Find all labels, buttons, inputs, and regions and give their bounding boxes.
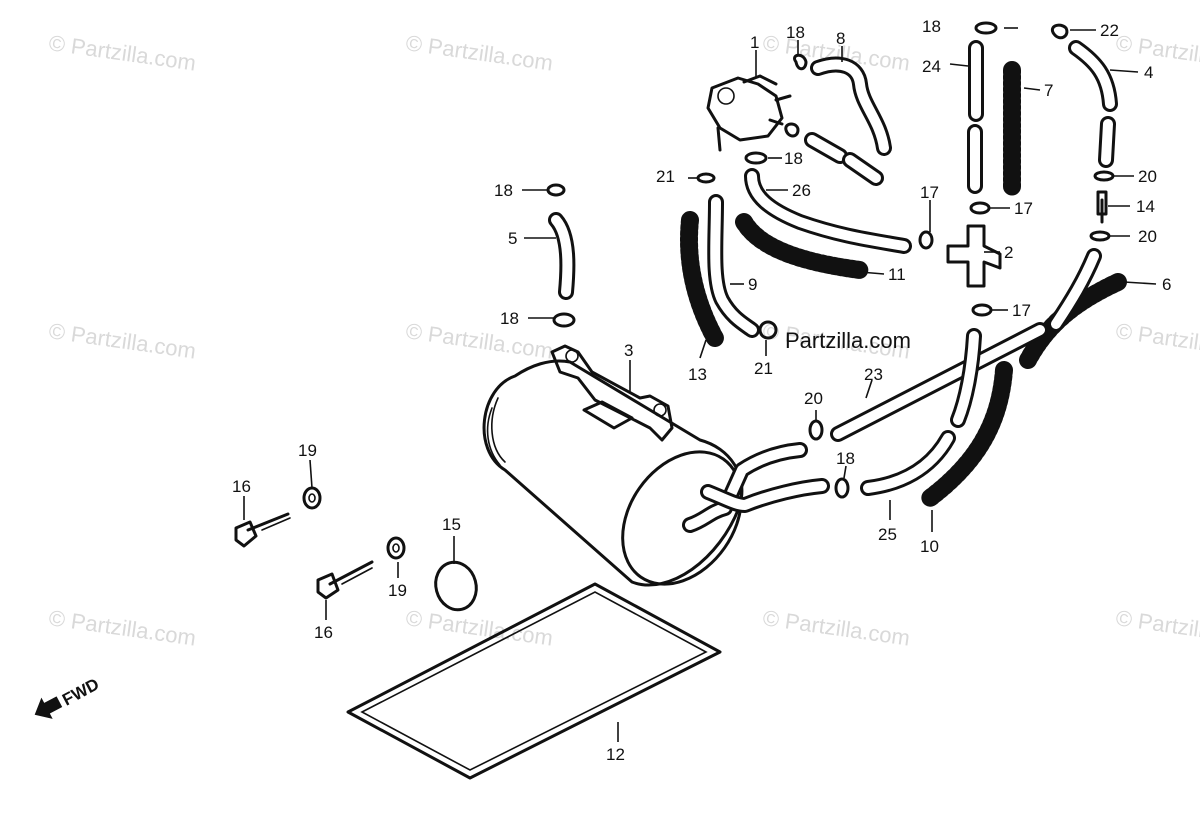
callout-15: 15 [442,515,461,534]
clip-part-17-upper [969,201,991,215]
clip-part-18-left [546,183,566,197]
fuel-valve-part-1 [706,74,792,152]
watermark: © Partzilla.com [404,318,554,363]
callout-18: 18 [500,309,519,328]
callout-26: 26 [792,181,811,200]
fwd-indicator: FWD [34,675,102,719]
brand-mark-text: Partzilla.com [785,328,911,353]
callout-7: 7 [1044,81,1053,100]
callout-5: 5 [508,229,517,248]
hose-part-5 [548,212,576,300]
callout-14: 14 [1136,197,1155,216]
callout-20: 20 [1138,227,1157,246]
clip-part-20-mid [1089,230,1111,242]
clip-part-18-lower-left [552,312,576,328]
callout-24: 24 [922,57,941,76]
hose-part-13 [680,211,725,349]
fwd-label: FWD [59,675,102,710]
callout-4: 4 [1144,63,1153,82]
callout-10: 10 [920,537,939,556]
clip-part-21-top [696,172,716,184]
washer-part-19-lower [386,536,406,560]
hose-part-10 [921,361,1013,507]
hose-part-9 [707,194,778,340]
clip-part-20-bottom [808,419,824,441]
callout-2: 2 [1004,243,1013,262]
hose-part-26 [744,168,912,254]
clip-part-18-valve [784,122,800,138]
watermark: © Partzilla.com [1114,605,1200,650]
callout-3: 3 [624,341,633,360]
callout-20: 20 [804,389,823,408]
callout-17: 17 [920,183,939,202]
watermark: © Partzilla.com [47,30,197,75]
watermark: © Partzilla.com [404,30,554,75]
watermark: © Partzilla.com [1114,30,1200,75]
callout-13: 13 [688,365,707,384]
clamp-part-22 [1051,23,1069,40]
callout-21: 21 [656,167,675,186]
ring-part-15 [434,560,478,612]
washer-part-19-upper [302,486,322,510]
canister-part-3 [482,344,830,587]
watermark: © Partzilla.com [761,605,911,650]
callout-25: 25 [878,525,897,544]
callout-labels: 1 18 8 18 24 7 22 4 21 18 26 18 5 17 20 … [232,17,1171,764]
callout-18: 18 [922,17,941,36]
callout-12: 12 [606,745,625,764]
callout-18: 18 [836,449,855,468]
watermark: © Partzilla.com [47,318,197,363]
callout-9: 9 [748,275,757,294]
hose-part-8 [804,56,892,186]
callout-18: 18 [786,23,805,42]
hose-part-24 [967,40,984,194]
watermark: © Partzilla.com [1114,318,1200,363]
callout-6: 6 [1162,275,1171,294]
leader-lines [243,27,1157,742]
hose-part-4 [1068,40,1118,168]
callout-11: 11 [888,265,906,284]
brand-mark: Partzilla.com [785,328,911,353]
t-joint-part-2 [946,224,1002,288]
clip-part-17-mid [918,230,934,250]
bolt-part-16-lower [316,560,374,600]
callout-16: 16 [232,477,251,496]
bolt-part-16-upper [234,512,291,548]
hose-part-11 [735,213,869,279]
callout-8: 8 [836,29,845,48]
callout-18: 18 [784,149,803,168]
clip-part-17-lower [971,303,993,317]
callout-23: 23 [864,365,883,384]
callout-1: 1 [750,33,759,52]
fwd-arrow-icon [34,696,63,719]
clip-part-18-top-right [974,21,998,35]
clip-part-18-bottom [834,477,850,499]
callout-17: 17 [1012,301,1031,320]
callout-21: 21 [754,359,773,378]
clip-part-20-top [1093,170,1115,182]
pipe-part-23 [830,248,1102,442]
callout-16: 16 [314,623,333,642]
callout-17: 17 [1014,199,1033,218]
connector-part-14 [1096,190,1108,224]
clip-part-18-mid [744,151,768,165]
callout-18: 18 [494,181,513,200]
callout-19: 19 [298,441,317,460]
pad-part-12 [346,582,722,780]
callout-19: 19 [388,581,407,600]
callout-22: 22 [1100,21,1119,40]
hose-part-25 [860,328,982,496]
callout-20: 20 [1138,167,1157,186]
clip-part-18-top [793,53,808,71]
watermark: © Partzilla.com [47,605,197,650]
